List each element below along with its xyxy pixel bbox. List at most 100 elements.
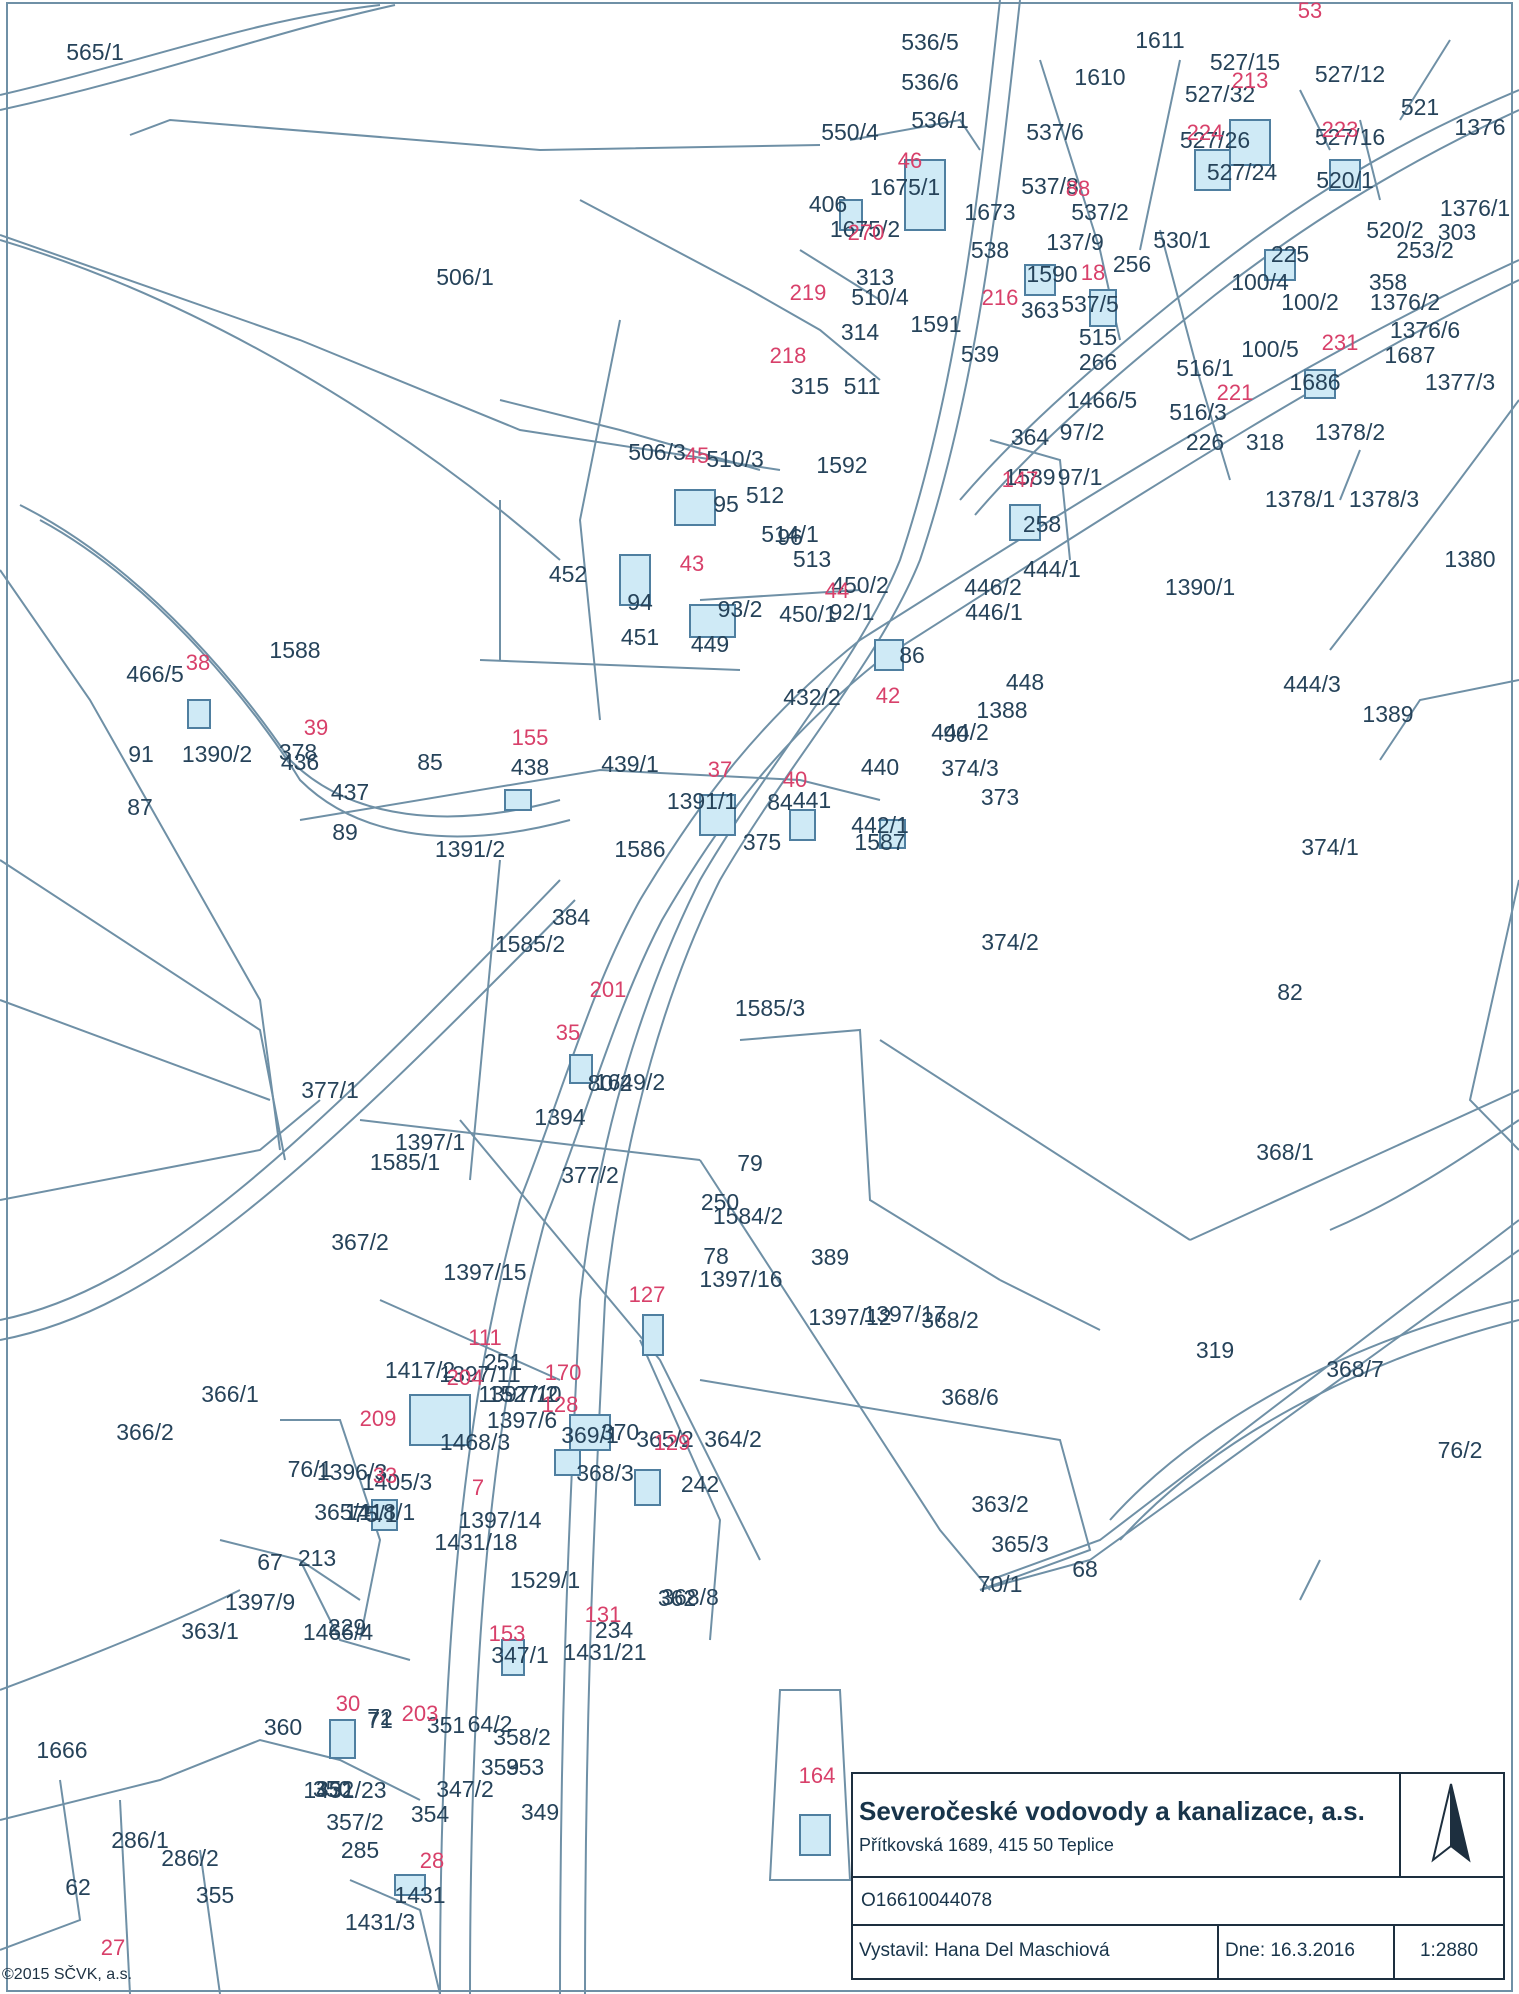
parcel-number: 1378/2 [1315, 419, 1385, 445]
house-number: 204 [447, 1365, 484, 1390]
parcel-number: 1588 [269, 637, 320, 663]
parcel-number: 1376/6 [1390, 317, 1460, 343]
parcel-number: 530/1 [1153, 227, 1211, 253]
parcel-number: 450/1 [779, 601, 837, 627]
company-box: Severočeské vodovody a kanalizace, a.s. … [853, 1774, 1401, 1878]
parcel-number: 92/1 [830, 599, 875, 625]
parcel-number: 313 [856, 264, 894, 290]
parcel-number: 62 [65, 1874, 91, 1900]
company-address: Přítkovská 1689, 415 50 Teplice [859, 1835, 1114, 1855]
parcel-number: 1396/3 [317, 1459, 387, 1485]
parcel-number: 353 [506, 1754, 544, 1780]
house-number: 170 [545, 1360, 582, 1385]
parcel-number: 565/1 [66, 39, 124, 65]
house-number: 53 [1298, 0, 1322, 23]
parcel-number: 366/1 [201, 1381, 259, 1407]
parcel-number: 76/1 [288, 1456, 333, 1482]
house-number: 38 [186, 650, 210, 675]
parcel-number: 1686 [1289, 369, 1340, 395]
parcel-number: 1431/3 [345, 1909, 415, 1935]
parcel-number: 100/4 [1231, 269, 1289, 295]
parcel-number: 349 [521, 1799, 559, 1825]
parcel-number: 539 [961, 341, 999, 367]
parcel-number: 1591 [910, 311, 961, 337]
parcel-number: 406 [809, 191, 847, 217]
parcel-number: 75/1 [353, 1501, 398, 1527]
parcel-number: 347/1 [491, 1642, 549, 1668]
house-number: 43 [680, 551, 704, 576]
parcel-number: 1610 [1074, 64, 1125, 90]
parcel-number: 527/15 [1210, 49, 1280, 75]
parcel-number: 357/2 [326, 1809, 384, 1835]
house-number: 30 [336, 1691, 360, 1716]
parcel-number: 286/2 [161, 1845, 219, 1871]
house-number: 7 [472, 1475, 484, 1500]
parcel-number: 258 [1023, 511, 1061, 537]
house-number: 45 [685, 443, 709, 468]
parcel-number: 225 [1271, 241, 1309, 267]
parcel-number: 1584/2 [713, 1203, 783, 1229]
parcel-number: 350 [313, 1776, 351, 1802]
parcel-number: 250 [701, 1189, 739, 1215]
house-number: 147 [1002, 467, 1039, 492]
parcel-number: 86 [899, 642, 925, 668]
parcel-number: 253/2 [1396, 237, 1454, 263]
parcel-number: 506/3 [628, 439, 686, 465]
parcel-number: 506/1 [436, 264, 494, 290]
parcel-number: 374/1 [1301, 834, 1359, 860]
parcel-number: 1397/12 [808, 1304, 891, 1330]
parcel-number: 1585/1 [370, 1149, 440, 1175]
parcel-number: 1397/6 [487, 1407, 557, 1433]
parcel-number: 1466/4 [303, 1619, 374, 1645]
parcel-number: 444/2 [931, 719, 989, 745]
house-number: 209 [360, 1406, 397, 1431]
parcel-number: 71 [367, 1707, 393, 1733]
house-number: 129 [654, 1430, 691, 1455]
parcel-number: 1431/21 [563, 1639, 646, 1665]
house-number: 270 [848, 220, 885, 245]
parcel-number: 363 [1021, 297, 1059, 323]
parcel-number: 351 [427, 1712, 465, 1738]
parcel-number: 1397/10 [478, 1381, 561, 1407]
house-number: 42 [876, 683, 900, 708]
parcel-number: 1397/17 [863, 1301, 946, 1327]
parcel-number: 536/1 [911, 107, 969, 133]
house-number: 213 [1232, 68, 1269, 93]
parcel-number: 1397/15 [443, 1259, 526, 1285]
parcel-number: 366/2 [116, 1419, 174, 1445]
house-number: 153 [489, 1621, 526, 1646]
parcel-number: 364/2 [704, 1426, 762, 1452]
parcel-number: 90 [943, 721, 969, 747]
north-arrow-icon [1431, 1783, 1471, 1863]
parcel-number: 450/2 [831, 572, 889, 598]
parcel-number: 347/2 [436, 1776, 494, 1802]
parcel-number: 319 [1196, 1337, 1234, 1363]
parcel-number: 78 [703, 1243, 729, 1269]
parcel-number: 452 [549, 561, 587, 587]
parcel-number: 369/1 [561, 1422, 619, 1448]
parcel-number: 87 [127, 794, 153, 820]
parcel-number: 370 [601, 1419, 639, 1445]
house-number: 39 [304, 715, 328, 740]
parcel-number: 520/1 [1316, 167, 1374, 193]
parcel-number: 377/2 [561, 1162, 619, 1188]
parcel-number: 368/7 [1326, 1356, 1384, 1382]
parcel-number: 1391/1 [667, 788, 737, 814]
parcel-number: 1468/3 [440, 1429, 510, 1455]
parcel-number: 355 [196, 1882, 234, 1908]
house-number: 35 [556, 1020, 580, 1045]
house-number: 203 [402, 1701, 439, 1726]
parcel-number: 510/4 [851, 284, 909, 310]
parcel-number: 537/6 [1026, 119, 1084, 145]
parcel-number: 226 [1186, 429, 1224, 455]
parcel-number: 1405/3 [362, 1469, 432, 1495]
parcel-number: 79 [737, 1150, 763, 1176]
north-arrow-box [1401, 1774, 1503, 1878]
parcel-number: 1673 [964, 199, 1015, 225]
parcel-number: 242 [681, 1471, 719, 1497]
parcel-number: 377/1 [301, 1077, 359, 1103]
parcel-number: 72 [367, 1704, 393, 1730]
parcel-number: 1585/3 [735, 995, 805, 1021]
